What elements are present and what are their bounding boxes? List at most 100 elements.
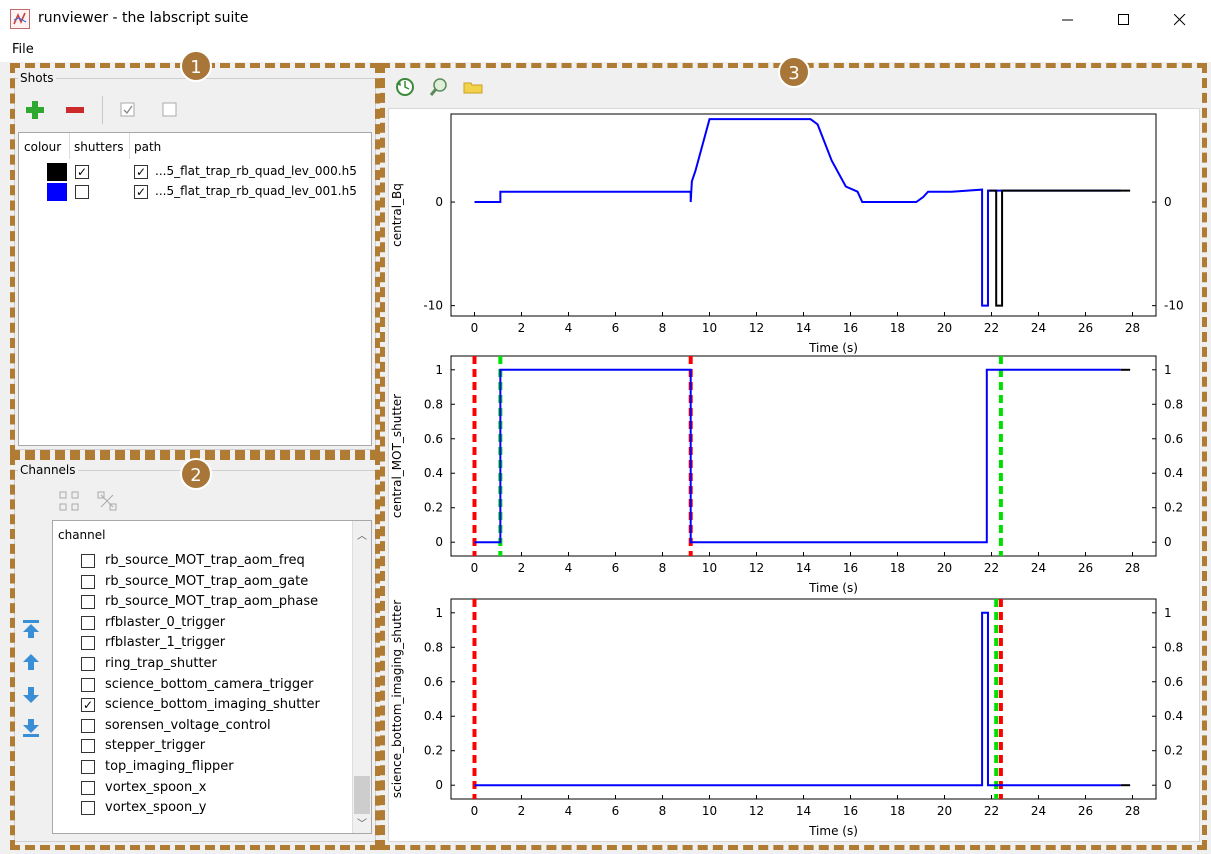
y-axis-label: science_bottom_imaging_shutter <box>390 600 404 798</box>
move-bottom-icon[interactable] <box>20 717 42 739</box>
add-icon[interactable] <box>24 99 46 121</box>
channel-checkbox[interactable] <box>81 657 95 671</box>
channel-row[interactable]: rb_source_MOT_trap_aom_phase <box>81 592 371 612</box>
channel-checkbox[interactable] <box>81 801 95 816</box>
shot-colour-swatch[interactable] <box>47 163 67 181</box>
x-tick-label: 2 <box>518 804 526 818</box>
app-icon <box>10 9 30 29</box>
col-divider <box>129 133 130 159</box>
channel-label: sorensen_voltage_control <box>105 717 271 733</box>
x-tick-label: 16 <box>843 321 858 335</box>
x-tick-label: 8 <box>659 321 667 335</box>
channel-row[interactable]: top_imaging_flipper <box>81 757 371 777</box>
col-colour[interactable]: colour <box>24 140 62 154</box>
annotation-badge-3: 3 <box>778 56 810 88</box>
expand-all-icon[interactable] <box>58 490 80 512</box>
x-tick-label: 20 <box>937 321 952 335</box>
chevron-down-icon[interactable]: ﹀ <box>357 819 367 830</box>
collapse-all-icon[interactable] <box>96 490 118 512</box>
x-axis-label: Time (s) <box>808 824 858 838</box>
channel-checkbox[interactable] <box>81 636 95 651</box>
channel-checkbox[interactable] <box>81 554 95 568</box>
channel-row[interactable]: stepper_trigger <box>81 736 371 756</box>
channel-row[interactable]: rfblaster_1_trigger <box>81 633 371 653</box>
minimize-icon[interactable] <box>1040 0 1096 38</box>
y-tick-label: 0.6 <box>424 432 443 446</box>
y-tick-label: -10 <box>423 299 443 313</box>
x-tick-label: 10 <box>702 561 717 575</box>
channel-row[interactable]: rb_source_MOT_trap_aom_gate <box>81 572 371 592</box>
shot-checkbox[interactable]: ✓ <box>134 165 148 179</box>
y-tick-label: 0.2 <box>424 501 443 515</box>
shot-path: ...5_flat_trap_rb_quad_lev_000.h5 <box>155 164 357 178</box>
x-tick-label: 20 <box>937 561 952 575</box>
series-line <box>474 118 1121 307</box>
zoom-icon[interactable] <box>428 76 450 98</box>
shot-colour-swatch[interactable] <box>47 183 67 201</box>
remove-icon[interactable] <box>64 99 86 121</box>
series-line <box>474 611 1121 787</box>
y-tick-label: 0.8 <box>1164 640 1183 654</box>
channel-checkbox[interactable]: ✓ <box>81 698 95 713</box>
menu-file[interactable]: File <box>12 42 34 57</box>
col-shutters[interactable]: shutters <box>74 140 124 154</box>
maximize-icon[interactable] <box>1096 0 1152 38</box>
channel-checkbox[interactable] <box>81 615 95 630</box>
channel-checkbox[interactable] <box>81 595 95 610</box>
channel-checkbox[interactable] <box>81 718 95 733</box>
x-tick-label: 0 <box>471 561 479 575</box>
move-top-icon[interactable] <box>20 618 42 640</box>
shot-checkbox[interactable]: ✓ <box>134 185 148 199</box>
col-path[interactable]: path <box>134 140 162 154</box>
chevron-up-icon[interactable]: ︿ <box>357 531 367 542</box>
y-tick-label: 0.8 <box>424 397 443 411</box>
x-tick-label: 14 <box>796 321 811 335</box>
channel-row[interactable]: rfblaster_0_trigger <box>81 613 371 633</box>
channel-checkbox[interactable] <box>81 574 95 589</box>
x-tick-label: 22 <box>984 321 999 335</box>
x-tick-label: 6 <box>612 804 620 818</box>
shot-shutters-checkbox[interactable] <box>75 185 89 199</box>
y-tick-label: 0.2 <box>1164 501 1183 515</box>
y-tick-label: 1 <box>1164 606 1172 620</box>
scrollbar-thumb[interactable] <box>354 776 370 814</box>
channel-row[interactable]: sorensen_voltage_control <box>81 716 371 736</box>
x-tick-label: 24 <box>1031 804 1046 818</box>
y-tick-label: 0.8 <box>1164 397 1183 411</box>
channel-row[interactable]: vortex_spoon_y <box>81 798 371 818</box>
shot-shutters-checkbox[interactable]: ✓ <box>75 165 89 179</box>
x-tick-label: 4 <box>565 321 573 335</box>
y-tick-label: 0.2 <box>1164 744 1183 758</box>
y-tick-label: 1 <box>1164 363 1172 377</box>
x-tick-label: 2 <box>518 321 526 335</box>
channel-row[interactable]: ✓science_bottom_imaging_shutter <box>81 695 371 715</box>
folder-icon[interactable] <box>462 76 484 98</box>
check-all-icon[interactable] <box>118 100 140 122</box>
channel-row[interactable]: rb_source_MOT_trap_aom_freq <box>81 551 371 571</box>
move-up-icon[interactable] <box>20 651 42 673</box>
scrollbar[interactable]: ︿ ﹀ <box>352 521 371 833</box>
shots-table: colour shutters path ✓ ✓ ...5_flat_trap_… <box>18 132 372 446</box>
channel-checkbox[interactable] <box>81 780 95 795</box>
channel-label: stepper_trigger <box>105 738 206 754</box>
uncheck-all-icon[interactable] <box>160 100 182 122</box>
x-tick-label: 2 <box>518 561 526 575</box>
move-down-icon[interactable] <box>20 684 42 706</box>
x-tick-label: 24 <box>1031 321 1046 335</box>
y-tick-label: 0.8 <box>424 640 443 654</box>
reset-zoom-icon[interactable] <box>394 76 416 98</box>
close-icon[interactable] <box>1152 0 1208 38</box>
y-tick-label: 0.6 <box>424 675 443 689</box>
channel-checkbox[interactable] <box>81 739 95 754</box>
col-channel[interactable]: channel <box>58 528 106 542</box>
channel-row[interactable]: science_bottom_camera_trigger <box>81 675 371 695</box>
channel-checkbox[interactable] <box>81 760 95 774</box>
channel-row[interactable]: vortex_spoon_x <box>81 778 371 798</box>
x-tick-label: 12 <box>749 561 764 575</box>
channel-row[interactable]: ring_trap_shutter <box>81 654 371 674</box>
channel-checkbox[interactable] <box>81 677 95 692</box>
y-axis-label: central_Bq <box>390 183 404 247</box>
